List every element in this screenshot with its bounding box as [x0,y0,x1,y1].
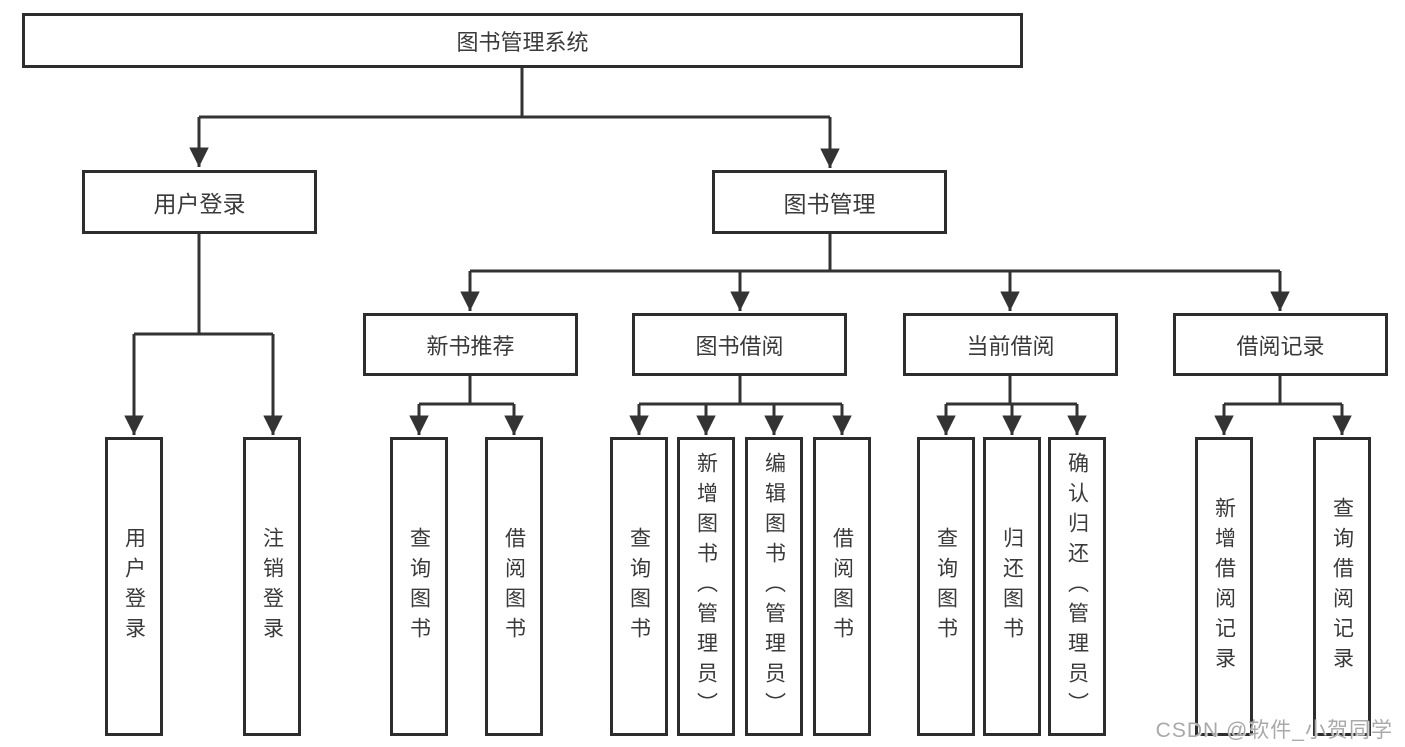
leaf-label: 借阅图书 [502,526,526,647]
leaf-label: 查询图书 [934,526,958,647]
node-leaf-query-borrow-record: 查询借阅记录 [1313,437,1371,736]
node-book-management: 图书管理 [712,170,947,234]
node-book-borrow: 图书借阅 [632,313,847,376]
csdn-watermark: CSDN @软件_小贺同学 [1155,719,1393,742]
node-leaf-borrow-book-1: 借阅图书 [485,437,543,736]
leaf-label: 查询图书 [627,526,651,647]
node-leaf-edit-book-admin: 编辑图书（管理员） [745,437,803,736]
leaf-label: 归还图书 [1000,526,1024,647]
leaf-label: 新增借阅记录 [1212,496,1236,677]
node-leaf-borrow-book-2: 借阅图书 [813,437,871,736]
node-borrow-records: 借阅记录 [1173,313,1388,376]
node-leaf-query-book-2: 查询图书 [610,437,668,736]
node-leaf-return-book: 归还图书 [983,437,1041,736]
node-leaf-user-login: 用户登录 [105,437,163,736]
leaf-label: 借阅图书 [830,526,854,647]
leaf-label: 用户登录 [122,526,146,647]
node-user-login: 用户登录 [82,170,317,234]
node-current-borrow: 当前借阅 [903,313,1118,376]
node-new-book-recommend: 新书推荐 [363,313,578,376]
leaf-label: 编辑图书（管理员） [762,451,786,722]
leaf-label: 查询借阅记录 [1330,496,1354,677]
leaf-label: 确认归还（管理员） [1065,451,1089,722]
node-leaf-query-book-1: 查询图书 [390,437,448,736]
node-leaf-confirm-return-admin: 确认归还（管理员） [1048,437,1106,736]
leaf-label: 新增图书（管理员） [694,451,718,722]
node-leaf-logout: 注销登录 [243,437,301,736]
node-leaf-add-book-admin: 新增图书（管理员） [677,437,735,736]
leaf-label: 查询图书 [407,526,431,647]
leaf-label: 注销登录 [260,526,284,647]
node-leaf-add-borrow-record: 新增借阅记录 [1195,437,1253,736]
node-library-management-system: 图书管理系统 [22,13,1023,68]
node-leaf-query-book-3: 查询图书 [917,437,975,736]
